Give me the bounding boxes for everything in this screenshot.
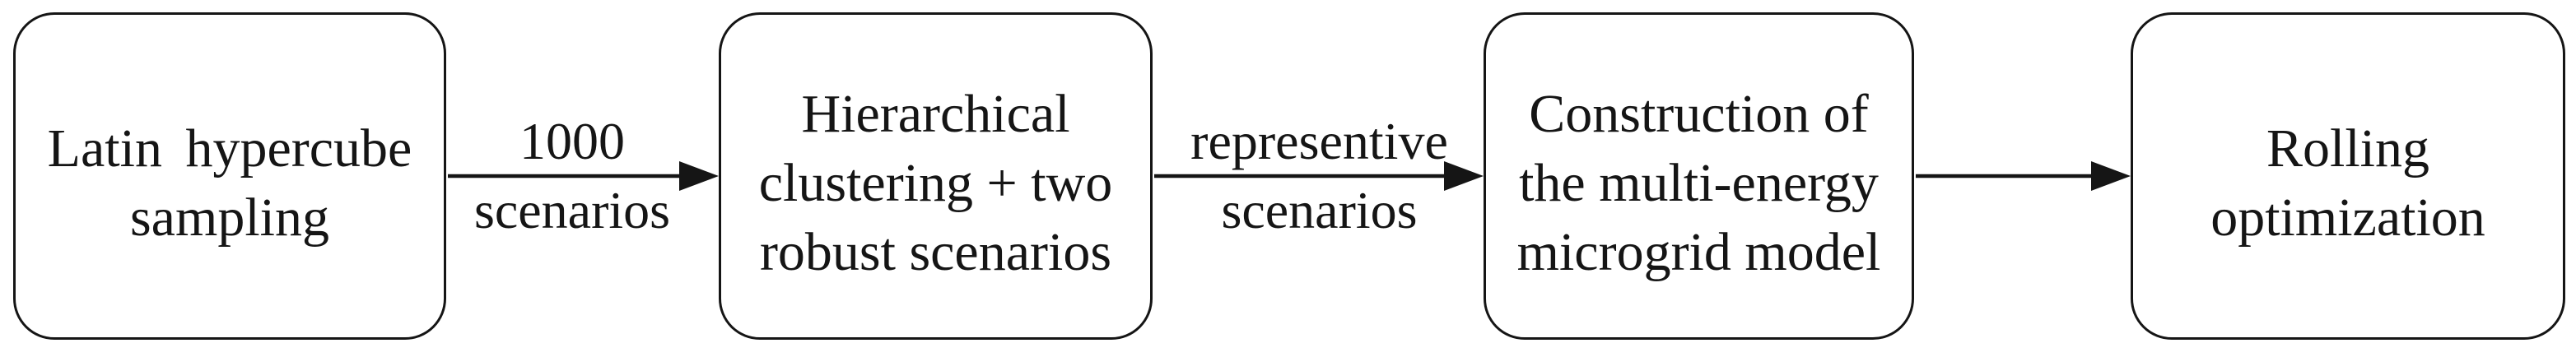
box-text-line: Rolling	[2266, 118, 2430, 178]
box-text-line: clustering + two	[758, 153, 1113, 213]
arrowhead-right-icon	[2091, 161, 2131, 191]
box-text-line: robust scenarios	[759, 222, 1112, 282]
box-text-line: optimization	[2210, 188, 2485, 248]
box-text-line: Latin hypercube	[47, 118, 412, 178]
box-text-line: Hierarchical	[801, 84, 1070, 144]
arrow-2-label-bottom: scenarios	[1221, 181, 1418, 239]
flow-box-rolling-optimization: Rolling optimization	[2131, 12, 2565, 340]
flow-box-multi-energy-microgrid-model: Construction of the multi-energy microgr…	[1484, 12, 1914, 340]
flow-box-latin-hypercube-sampling: Latin hypercube sampling	[13, 12, 446, 340]
box-text-line: microgrid model	[1516, 222, 1881, 282]
flow-box-hierarchical-clustering: Hierarchical clustering + two robust sce…	[719, 12, 1153, 340]
box-text-line: the multi-energy	[1519, 153, 1879, 213]
flow-arrow-3	[1916, 161, 2131, 191]
arrow-2-label-top: representive	[1190, 112, 1448, 170]
arrow-1-label-top: 1000	[519, 112, 625, 170]
box-text-line: sampling	[130, 188, 329, 248]
box-text-line: Construction of	[1529, 84, 1869, 144]
arrow-1-label-bottom: scenarios	[473, 181, 671, 239]
